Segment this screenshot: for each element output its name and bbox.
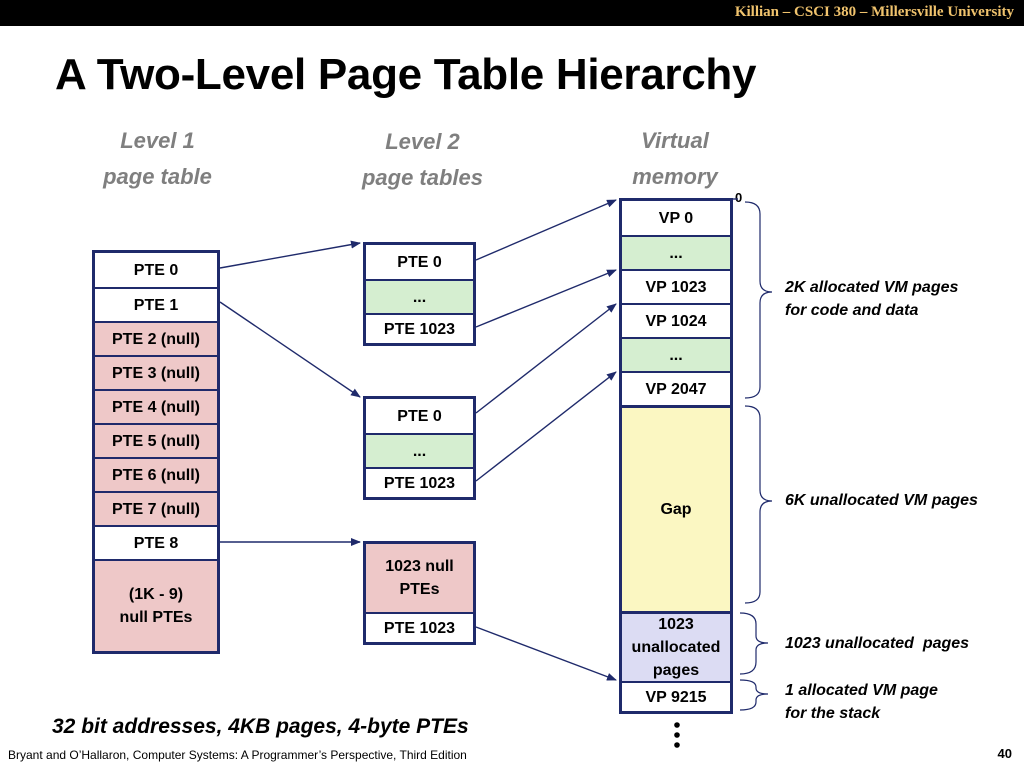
l2c-pte-1023: PTE 1023 xyxy=(366,612,473,642)
page-number: 40 xyxy=(997,746,1012,761)
vm-vp-0: VP 0 xyxy=(622,201,730,235)
level1-heading: Level 1 page table xyxy=(80,123,235,195)
vertical-ellipsis xyxy=(672,722,682,750)
address-note: 32 bit addresses, 4KB pages, 4-byte PTEs xyxy=(52,715,469,738)
l2c-null-ptes: 1023 null PTEs xyxy=(366,544,473,612)
vm-ellipsis-1: ... xyxy=(622,235,730,269)
note-gap: 6K unallocated VM pages xyxy=(785,492,978,509)
note-unalloc: 1023 unallocated pages xyxy=(785,635,970,652)
level1-heading-line1: Level 1 xyxy=(120,128,195,153)
banner-text: Killian – CSCI 380 – Millersville Univer… xyxy=(734,4,1014,20)
slide-title: A Two-Level Page Table Hierarchy xyxy=(55,50,757,99)
note-alloc-code: 2K allocated VM pages for code and data xyxy=(785,279,959,319)
l1-pte-7: PTE 7 (null) xyxy=(95,491,217,525)
level2-table-a: PTE 0 ... PTE 1023 xyxy=(363,242,476,346)
top-banner: Killian – CSCI 380 – Millersville Univer… xyxy=(0,0,1024,26)
arrow-l2a-pte0-to-vp0 xyxy=(475,199,617,261)
brace-unalloc xyxy=(739,612,769,675)
arrow-l2c-pte1023-to-vp9215 xyxy=(475,626,617,681)
level2-heading-line2: page tables xyxy=(361,165,484,190)
virtual-memory: VP 0 ... VP 1023 VP 1024 ... VP 2047 Gap… xyxy=(619,198,733,714)
l2b-pte-1023: PTE 1023 xyxy=(366,467,473,497)
arrow-l2a-pte1023-to-vp1023 xyxy=(475,269,617,328)
l1-pte-3: PTE 3 (null) xyxy=(95,355,217,389)
l1-pte-5: PTE 5 (null) xyxy=(95,423,217,457)
l1-null-ptes: (1K - 9) null PTEs xyxy=(95,559,217,651)
vm-heading-line1: Virtual xyxy=(641,128,709,153)
note-stack: 1 allocated VM page for the stack xyxy=(785,682,938,722)
l1-pte-6: PTE 6 (null) xyxy=(95,457,217,491)
arrow-l2b-pte0-to-vp1024 xyxy=(475,303,617,414)
l1-pte-4: PTE 4 (null) xyxy=(95,389,217,423)
level2-table-c: 1023 null PTEs PTE 1023 xyxy=(363,541,476,645)
vm-ellipsis-2: ... xyxy=(622,337,730,371)
l1-pte-0: PTE 0 xyxy=(95,253,217,287)
l1-pte-8: PTE 8 xyxy=(95,525,217,559)
l2b-pte-0: PTE 0 xyxy=(366,399,473,433)
l1-pte-2: PTE 2 (null) xyxy=(95,321,217,355)
vm-unallocated-pages: 1023 unallocated pages xyxy=(622,611,730,681)
brace-stack xyxy=(739,679,769,711)
level1-heading-line2: page table xyxy=(103,164,212,189)
brace-gap xyxy=(744,405,773,604)
l2a-ellipsis: ... xyxy=(366,279,473,313)
level1-page-table: PTE 0 PTE 1 PTE 2 (null) PTE 3 (null) PT… xyxy=(92,250,220,654)
footer-citation: Bryant and O’Hallaron, Computer Systems:… xyxy=(8,748,467,762)
vertical-ellipsis-icon xyxy=(674,722,680,748)
vm-vp-1024: VP 1024 xyxy=(622,303,730,337)
l2a-pte-0: PTE 0 xyxy=(366,245,473,279)
vm-start-address: 0 xyxy=(735,190,743,205)
l2b-ellipsis: ... xyxy=(366,433,473,467)
vm-heading-line2: memory xyxy=(632,164,718,189)
vm-vp-2047: VP 2047 xyxy=(622,371,730,405)
arrow-l1pte1-to-l2b xyxy=(219,301,361,398)
level2-heading: Level 2 page tables xyxy=(345,124,500,196)
vm-vp-9215: VP 9215 xyxy=(622,681,730,711)
l1-pte-1: PTE 1 xyxy=(95,287,217,321)
vm-vp-1023: VP 1023 xyxy=(622,269,730,303)
l2a-pte-1023: PTE 1023 xyxy=(366,313,473,343)
vm-heading: Virtual memory xyxy=(600,123,750,195)
arrow-l1pte0-to-l2a xyxy=(219,240,361,269)
vm-gap: Gap xyxy=(622,405,730,611)
brace-alloc-code xyxy=(744,201,773,399)
level2-heading-line1: Level 2 xyxy=(385,129,460,154)
level2-table-b: PTE 0 ... PTE 1023 xyxy=(363,396,476,500)
arrow-l2b-pte1023-to-vp2047 xyxy=(475,371,617,482)
